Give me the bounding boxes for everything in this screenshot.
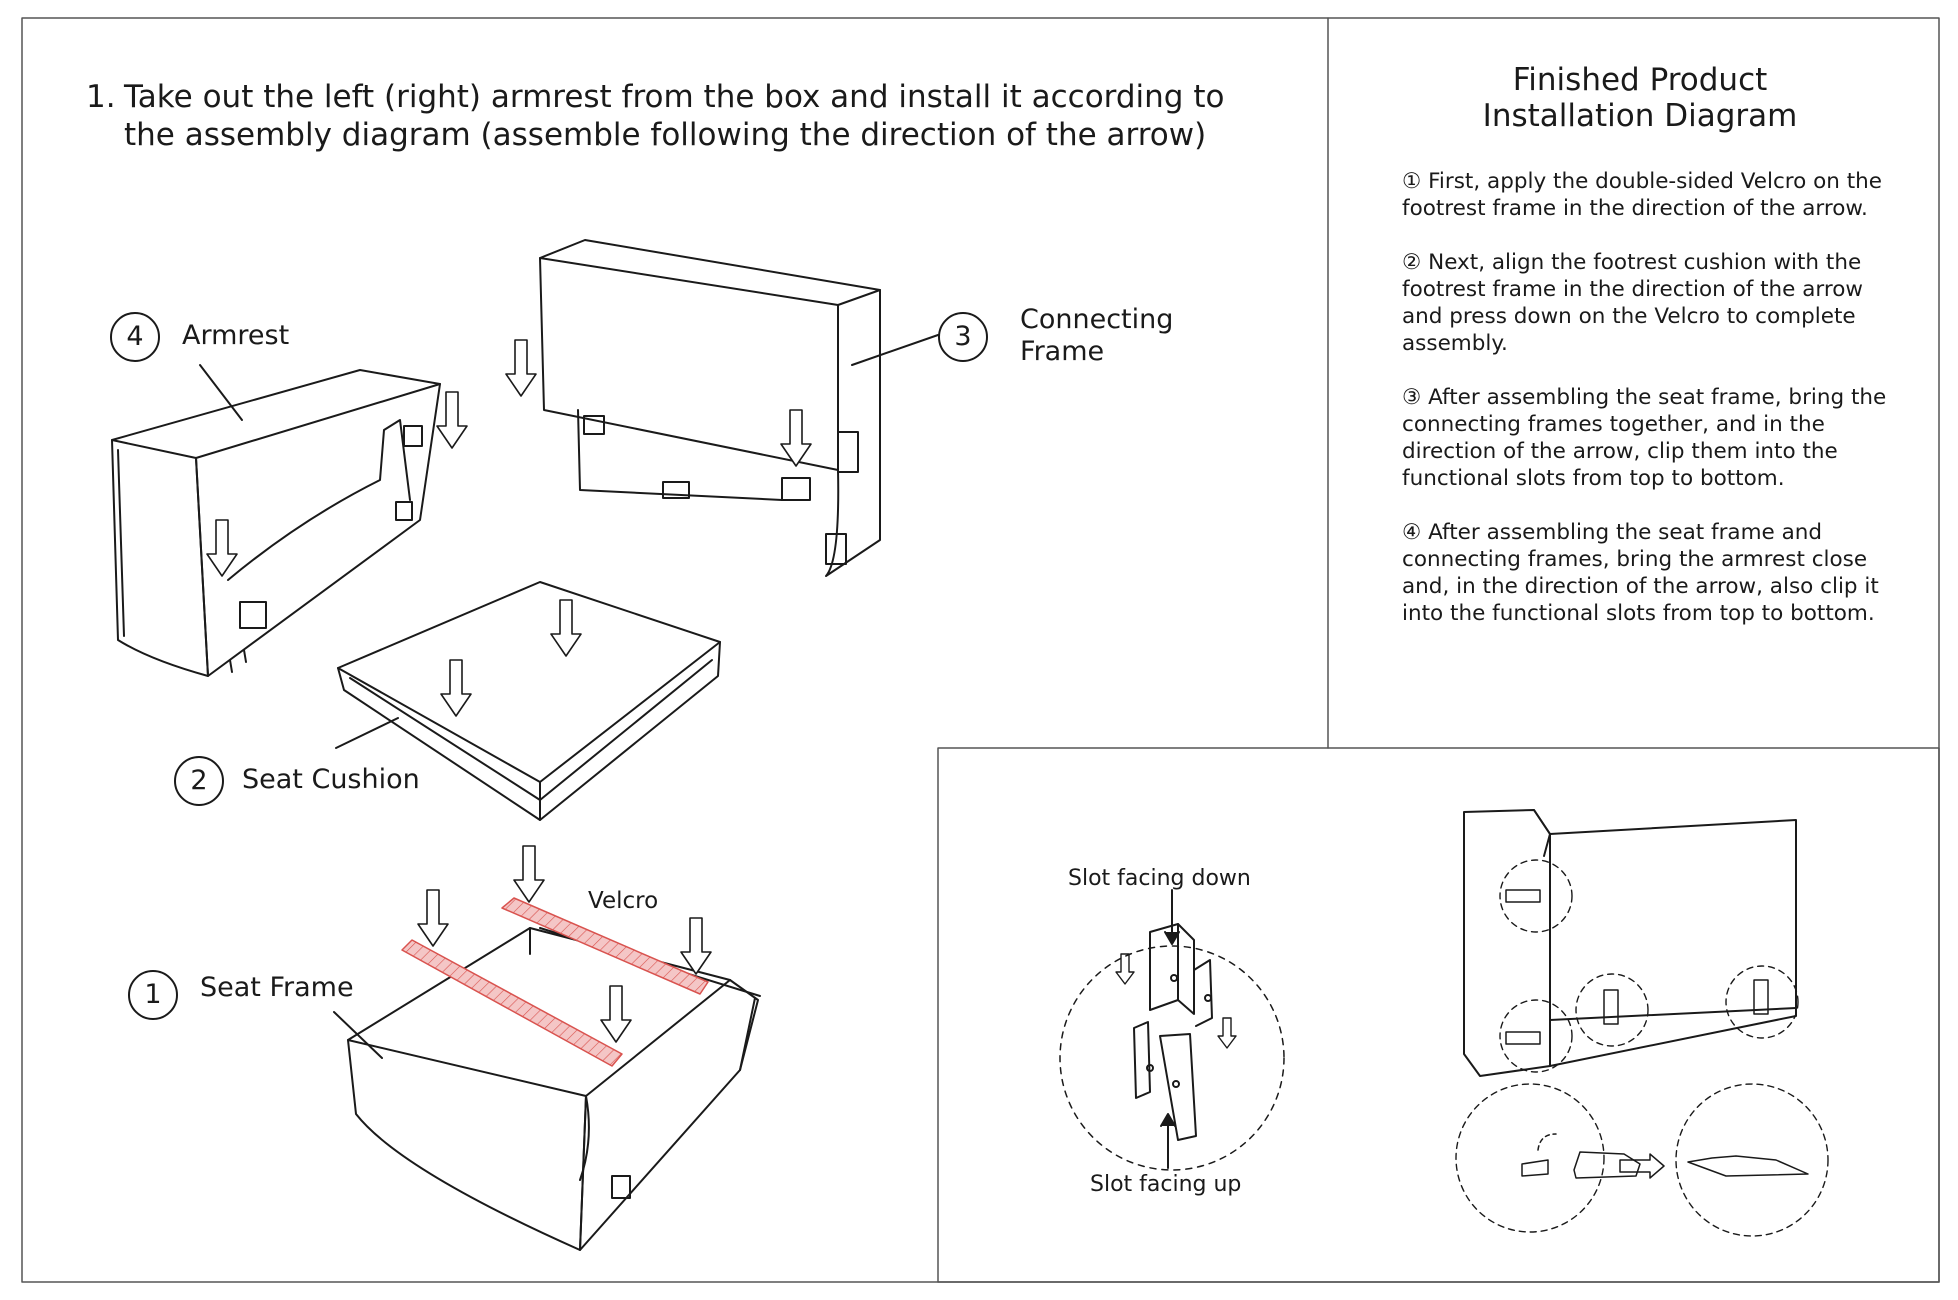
instruction-1: ① First, apply the double-sided Velcro o…: [1402, 169, 1883, 221]
connecting-frame-drawing: [539, 239, 881, 577]
seat-cushion-leader: [335, 717, 399, 749]
seat-cushion-drawing: [337, 581, 721, 821]
velcro-strip-1: [401, 939, 623, 1067]
armrest-arrow-1: [206, 519, 238, 577]
instruction-2: ② Next, align the footrest cushion with …: [1402, 250, 1863, 356]
detail-panel-border: [937, 747, 1940, 1283]
armrest-drawing: [111, 369, 441, 677]
step-number: 1.: [86, 79, 116, 115]
seat-frame-leader: [333, 1011, 383, 1059]
callout-label-connecting-frame-line2: Frame: [1020, 336, 1105, 367]
slot-detail-circle: [1059, 945, 1285, 1171]
frame-arrow-1: [505, 339, 537, 397]
cushion-arrow-2: [440, 659, 472, 717]
side-panel-title-line2: Installation Diagram: [1482, 98, 1798, 134]
instruction-3: ③ After assembling the seat frame, bring…: [1402, 385, 1887, 491]
step-heading: 1.Take out the left (right) armrest from…: [86, 78, 1224, 154]
slot-small-arrow-1: [1115, 953, 1135, 985]
callout-number-4: 4: [110, 312, 160, 362]
velcro-arrow-4: [600, 985, 632, 1043]
side-panel-title-line1: Finished Product: [1512, 62, 1768, 98]
side-panel-title: Finished Product Installation Diagram: [1330, 62, 1950, 134]
finished-transition-arrow: [1619, 1153, 1665, 1179]
callout-number-2: 2: [174, 756, 224, 806]
callout-label-connecting-frame: Connecting Frame: [1020, 304, 1173, 368]
velcro-arrow-3: [680, 917, 712, 975]
armrest-arrow-2: [436, 391, 468, 449]
callout-number-3: 3: [938, 312, 988, 362]
velcro-strip-2: [501, 897, 709, 995]
slot-hook-bottom: [1133, 1021, 1197, 1141]
slot-hook-top: [1149, 923, 1213, 1027]
instruction-4: ④ After assembling the seat frame and co…: [1402, 520, 1879, 626]
step-heading-line1: Take out the left (right) armrest from t…: [124, 79, 1225, 115]
cushion-arrow-1: [550, 599, 582, 657]
slot-facing-up-label: Slot facing up: [1090, 1172, 1242, 1197]
velcro-arrow-2: [417, 889, 449, 947]
frame-arrow-2: [780, 409, 812, 467]
instruction-list: ① First, apply the double-sided Velcro o…: [1402, 168, 1902, 654]
velcro-label: Velcro: [588, 888, 659, 914]
slot-small-arrow-2: [1217, 1017, 1237, 1049]
clip-glyphs: [1505, 889, 1809, 1179]
slot-facing-down-label: Slot facing down: [1068, 866, 1251, 891]
step-heading-line2: the assembly diagram (assemble following…: [124, 117, 1207, 153]
clip-detail-circles: [1455, 859, 1829, 1237]
seat-frame-drawing: [347, 927, 761, 1251]
callout-label-connecting-frame-line1: Connecting: [1020, 304, 1174, 335]
callout-label-seat-frame: Seat Frame: [200, 972, 354, 1003]
connecting-frame-leader: [851, 334, 939, 366]
finished-product-drawing: [1463, 809, 1797, 1077]
callout-label-seat-cushion: Seat Cushion: [242, 764, 420, 795]
callout-number-1: 1: [128, 970, 178, 1020]
armrest-leader: [199, 364, 243, 421]
callout-label-armrest: Armrest: [182, 320, 290, 351]
velcro-arrow-1: [513, 845, 545, 903]
